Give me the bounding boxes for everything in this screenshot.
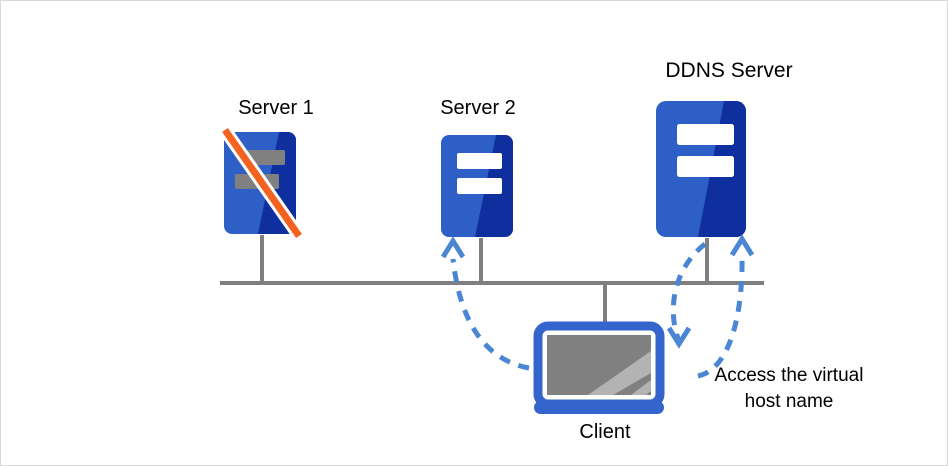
label-ddns-server: DDNS Server [665, 59, 793, 82]
arrowhead-to-server2 [440, 236, 466, 259]
ddns-server-icon[interactable] [656, 101, 746, 237]
arrowhead-to-ddns [729, 234, 755, 257]
ddns-slot-bottom [677, 156, 734, 177]
client-monitor-icon[interactable] [533, 321, 665, 414]
label-server2: Server 2 [440, 97, 516, 119]
client-screen-glare-wide [588, 351, 651, 395]
annotation-line-1: Access the virtual [714, 365, 864, 386]
annotation-line-2: host name [744, 390, 834, 412]
server1-disabled-slash [222, 127, 302, 239]
flow-client-to-server2 [450, 258, 530, 371]
arrowhead-to-client [666, 326, 692, 349]
server2-slot-top [457, 153, 502, 169]
annotation-access-virtual-host: Access the virtual host name [691, 363, 887, 414]
server2-slot-bottom [457, 178, 502, 194]
flow-arrowheads-group [440, 234, 755, 349]
label-client: Client [579, 421, 631, 443]
label-server1: Server 1 [238, 97, 314, 119]
flow-ddns-to-client [670, 242, 707, 342]
ddns-slot-top [677, 124, 734, 145]
network-bus-group [220, 235, 764, 328]
client-monitor-base [534, 401, 664, 414]
flow-client-to-ddns [697, 255, 745, 379]
server1-icon[interactable] [219, 126, 305, 240]
server2-icon[interactable] [441, 135, 513, 237]
client-screen-glare-thin [631, 380, 651, 395]
